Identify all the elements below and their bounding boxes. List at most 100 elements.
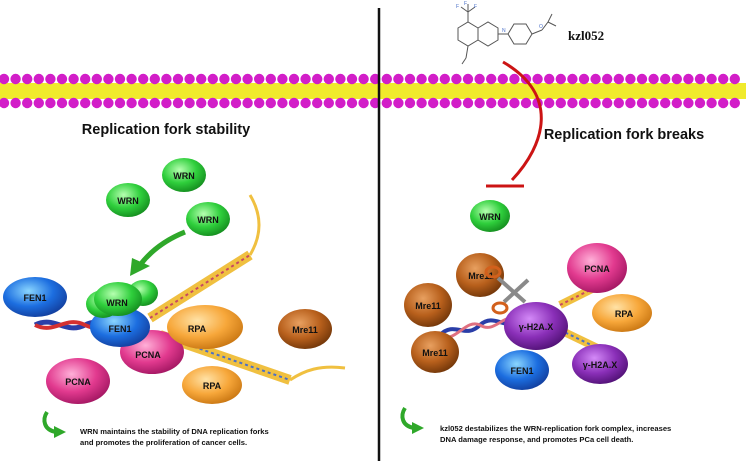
protein-wrn-c: WRN bbox=[186, 202, 230, 236]
membrane-head bbox=[544, 97, 555, 109]
membrane-head bbox=[242, 73, 253, 85]
membrane-head bbox=[161, 73, 172, 85]
membrane-head bbox=[451, 73, 462, 85]
membrane-head bbox=[22, 73, 33, 85]
protein-mre11: Mre11 bbox=[278, 309, 332, 349]
membrane-head bbox=[671, 97, 682, 109]
membrane-head bbox=[509, 73, 520, 85]
membrane-head bbox=[694, 73, 706, 85]
svg-text:F: F bbox=[464, 1, 467, 7]
membrane-head bbox=[718, 73, 729, 85]
membrane-head bbox=[694, 97, 706, 109]
membrane-head bbox=[578, 97, 590, 109]
membrane-head bbox=[462, 73, 474, 85]
membrane-head bbox=[358, 73, 369, 85]
membrane-head bbox=[393, 97, 404, 109]
membrane-head bbox=[567, 73, 578, 85]
membrane-head bbox=[346, 97, 358, 109]
membrane-head bbox=[149, 97, 160, 109]
membrane-head bbox=[486, 97, 497, 109]
svg-text:PCNA: PCNA bbox=[135, 350, 161, 360]
left-caption-line2: and promotes the proliferation of cancer… bbox=[80, 438, 247, 447]
membrane-head bbox=[544, 73, 555, 85]
membrane-head bbox=[381, 73, 392, 85]
membrane-head bbox=[138, 97, 149, 109]
membrane-head bbox=[428, 73, 439, 85]
membrane-head bbox=[149, 73, 160, 85]
protein-rpa-lower: RPA bbox=[182, 366, 242, 404]
svg-text:RPA: RPA bbox=[615, 309, 634, 319]
binding-arrow-head-icon bbox=[130, 258, 150, 276]
membrane-head bbox=[68, 97, 79, 109]
membrane-head bbox=[288, 97, 300, 109]
svg-text:Mre11: Mre11 bbox=[468, 271, 494, 281]
svg-text:PCNA: PCNA bbox=[584, 264, 610, 274]
membrane-head bbox=[277, 73, 288, 85]
membrane-head bbox=[68, 73, 79, 85]
protein-fen1-free: FEN1 bbox=[3, 277, 67, 317]
membrane-head bbox=[416, 97, 427, 109]
left-caption-arrow-head-icon bbox=[54, 426, 66, 438]
compound-label: kzl052 bbox=[568, 28, 604, 43]
membrane-head bbox=[242, 97, 253, 109]
svg-text:γ-H2A.X: γ-H2A.X bbox=[519, 322, 554, 332]
membrane-head bbox=[729, 73, 740, 85]
membrane-head bbox=[474, 97, 485, 109]
membrane-head bbox=[161, 97, 172, 109]
membrane-head bbox=[56, 73, 68, 85]
membrane-head bbox=[555, 73, 566, 85]
membrane-head bbox=[56, 97, 68, 109]
membrane-head bbox=[207, 73, 218, 85]
membrane-head bbox=[671, 73, 682, 85]
membrane-head bbox=[45, 97, 56, 109]
membrane-head bbox=[729, 97, 740, 109]
svg-text:WRN: WRN bbox=[479, 212, 501, 222]
membrane-head bbox=[312, 97, 323, 109]
membrane-head bbox=[0, 73, 10, 85]
kzl052-structure bbox=[457, 4, 557, 65]
membrane-head bbox=[648, 97, 659, 109]
protein-pcna-free: PCNA bbox=[46, 358, 110, 404]
svg-text:F: F bbox=[474, 4, 477, 10]
membrane-head bbox=[439, 73, 450, 85]
membrane-head bbox=[625, 97, 636, 109]
protein-mre11-a: Mre11 bbox=[404, 283, 452, 327]
membrane-tail-band bbox=[0, 83, 746, 99]
svg-text:O: O bbox=[539, 24, 543, 30]
membrane-head bbox=[300, 97, 311, 109]
protein-rpa-bound: RPA bbox=[167, 305, 243, 349]
membrane-head bbox=[404, 73, 416, 85]
right-caption-line2: DNA damage response, and promotes PCa ce… bbox=[440, 435, 633, 444]
svg-text:FEN1: FEN1 bbox=[510, 366, 533, 376]
membrane-head bbox=[462, 97, 474, 109]
svg-text:Mre11: Mre11 bbox=[422, 348, 448, 358]
svg-text:Mre11: Mre11 bbox=[415, 301, 441, 311]
membrane-head bbox=[219, 97, 230, 109]
membrane-head bbox=[196, 97, 207, 109]
membrane-head bbox=[613, 73, 624, 85]
membrane-head bbox=[532, 73, 543, 85]
cell-membrane bbox=[0, 73, 746, 109]
membrane-head bbox=[172, 73, 184, 85]
membrane-head bbox=[416, 73, 427, 85]
svg-text:RPA: RPA bbox=[188, 324, 207, 334]
svg-text:WRN: WRN bbox=[106, 298, 128, 308]
svg-text:F: F bbox=[456, 4, 459, 10]
protein-pcna-right: PCNA bbox=[567, 243, 627, 293]
binding-arrow bbox=[138, 229, 186, 267]
svg-text:N: N bbox=[502, 28, 506, 34]
membrane-head bbox=[184, 97, 195, 109]
membrane-head bbox=[80, 73, 91, 85]
inhibition-line bbox=[502, 60, 543, 182]
membrane-head bbox=[509, 97, 520, 109]
membrane-head bbox=[335, 97, 346, 109]
membrane-head bbox=[10, 97, 21, 109]
membrane-head bbox=[254, 97, 265, 109]
membrane-head bbox=[0, 97, 10, 109]
membrane-head bbox=[428, 97, 439, 109]
membrane-head bbox=[602, 73, 613, 85]
membrane-head bbox=[381, 97, 392, 109]
membrane-head bbox=[578, 73, 590, 85]
membrane-head bbox=[300, 73, 311, 85]
